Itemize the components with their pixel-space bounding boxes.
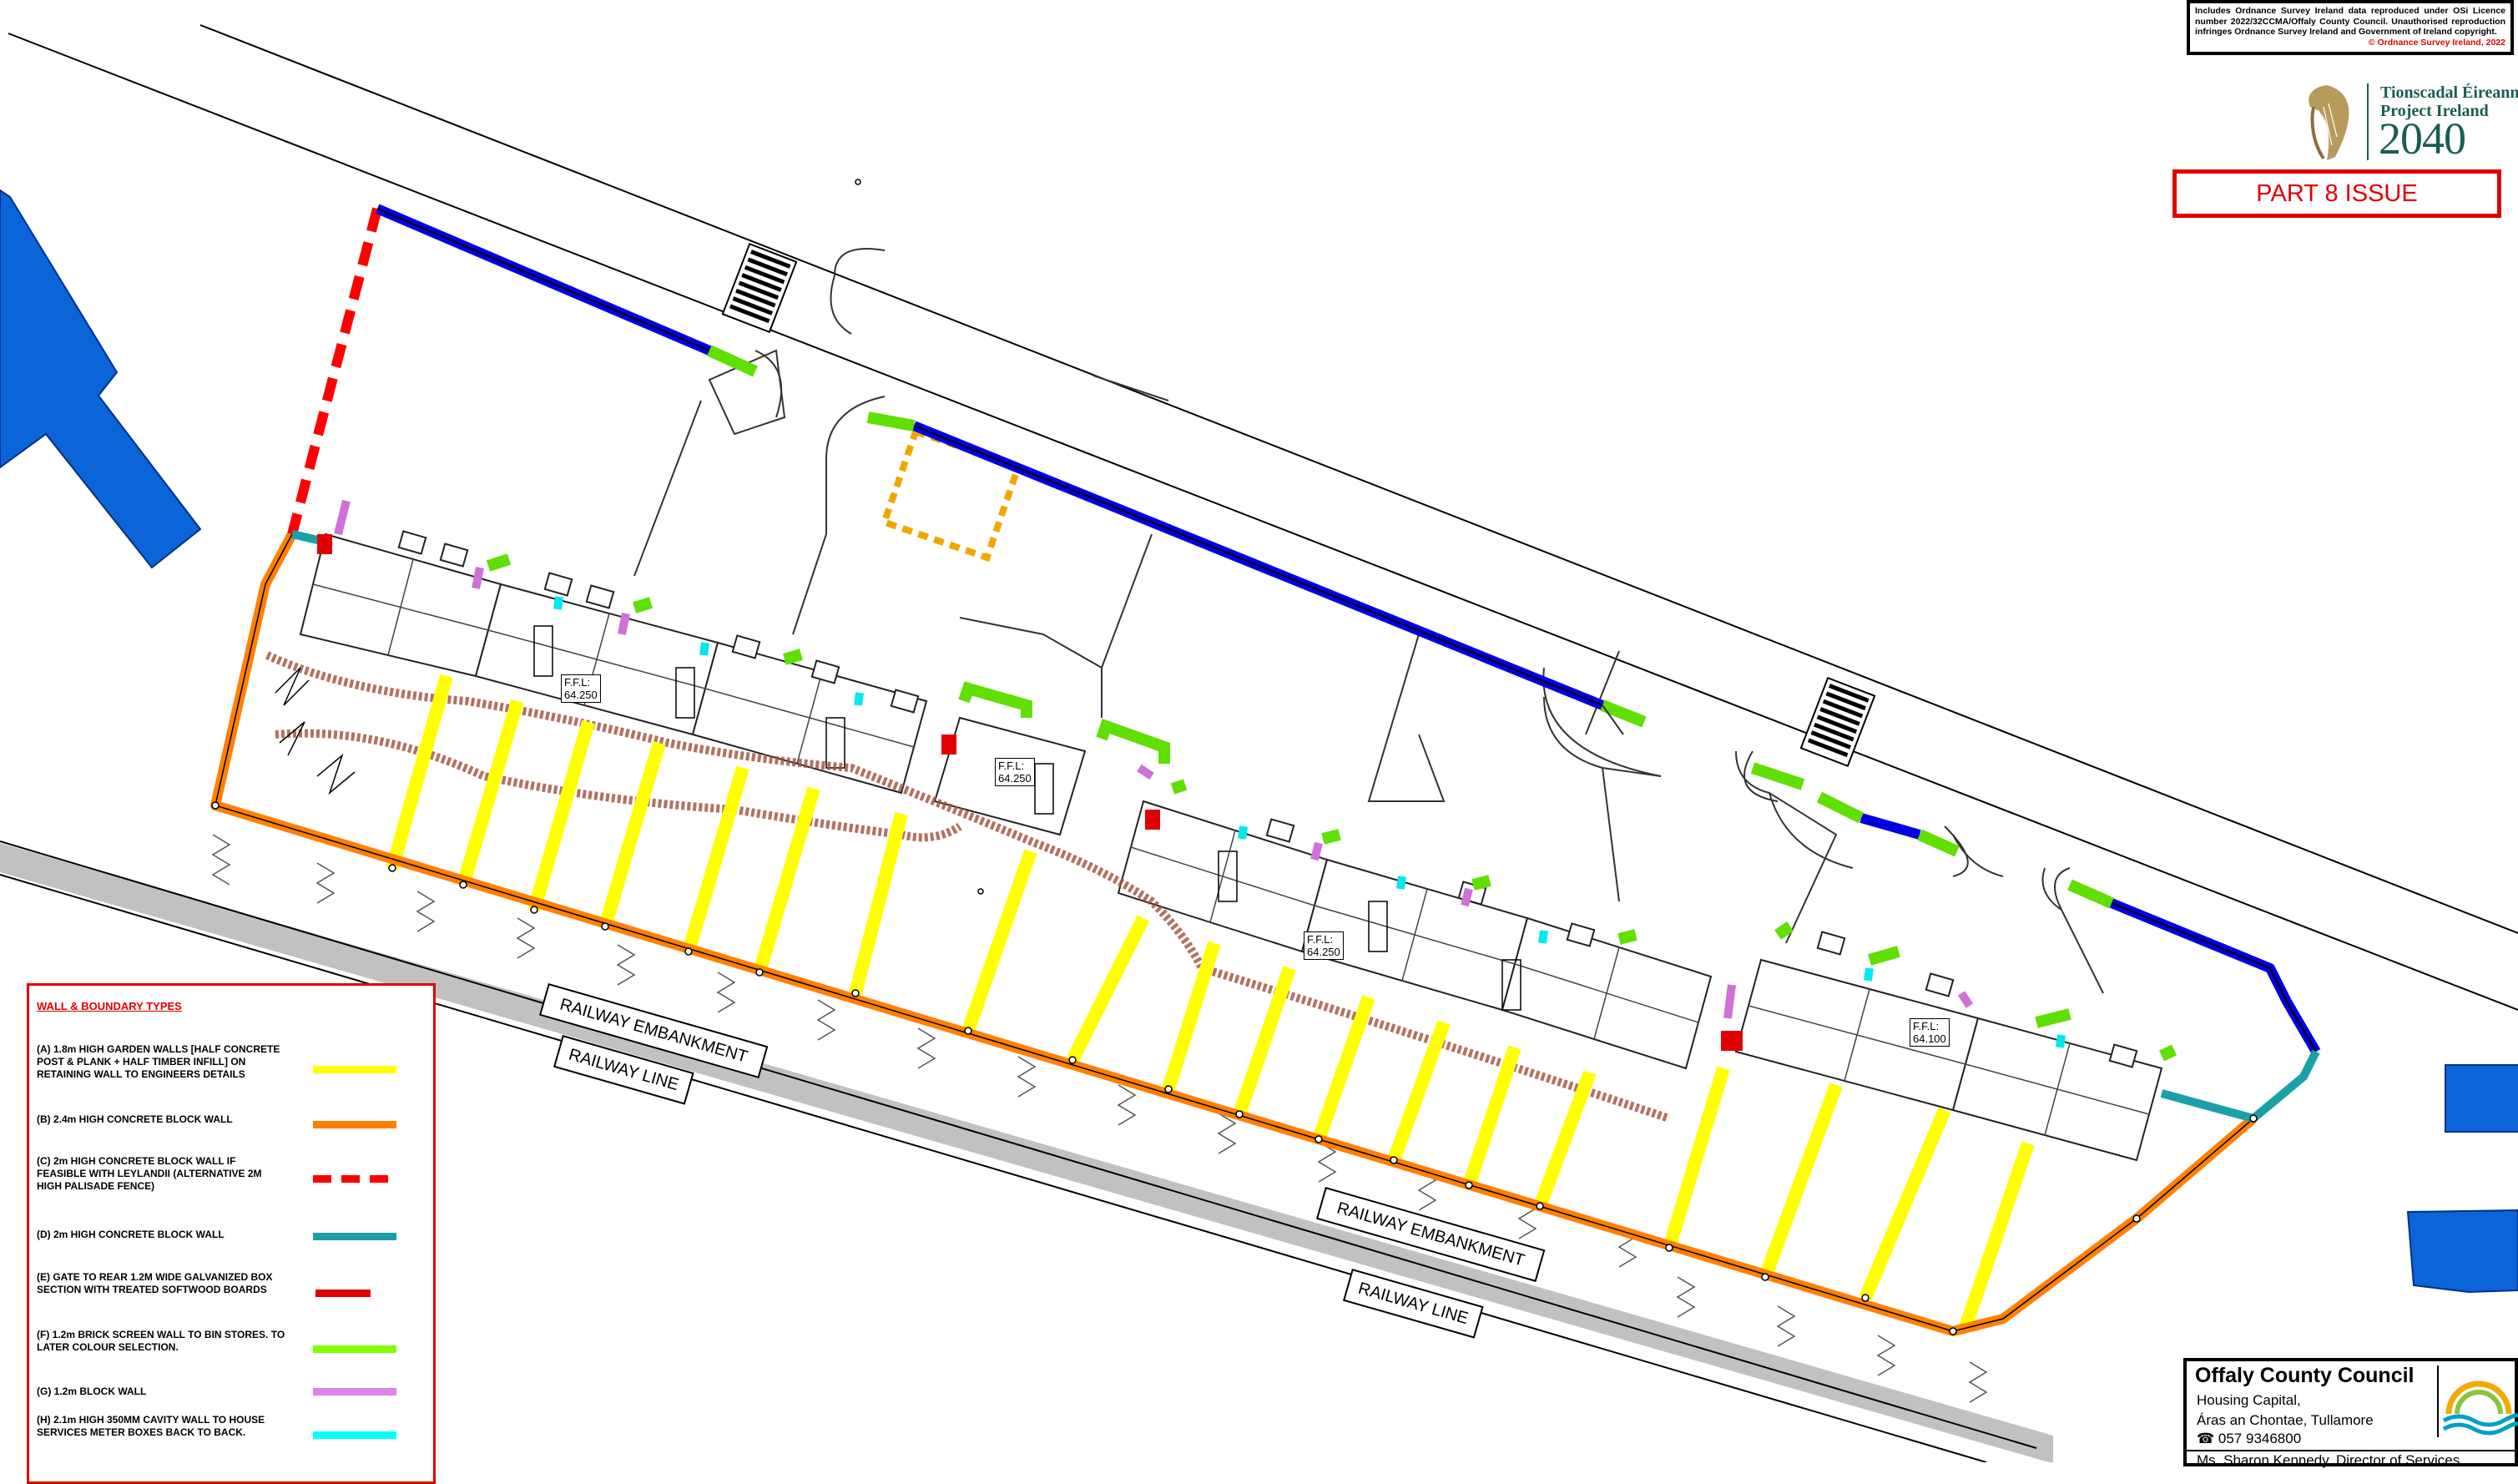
project-ireland-logo-text: Tionscadal Éireann Project Ireland — [2380, 83, 2518, 120]
legend-swatch-b — [313, 1121, 396, 1128]
block-walls-g — [334, 499, 1974, 1019]
legend-swatch-c — [313, 1175, 396, 1183]
legend-item-b: (B) 2.4m HIGH CONCRETE BLOCK WALL — [37, 1113, 233, 1125]
garden-walls-a — [386, 674, 2035, 1330]
legend-item-e: (E) GATE TO REAR 1.2M WIDE GALVANIZED BO… — [37, 1271, 273, 1295]
neighbour-building-east-1 — [2445, 1064, 2518, 1133]
ffl-label: F.F.L:64.250 — [1304, 931, 1344, 960]
ffl-label: F.F.L:64.250 — [995, 758, 1035, 786]
zebra-crossing-1 — [721, 242, 798, 334]
copyright-text: Includes Ordnance Survey Ireland data re… — [2195, 6, 2505, 37]
road-edge-inner — [8, 33, 2518, 1011]
legend-item-f: (F) 1.2m BRICK SCREEN WALL TO BIN STORES… — [37, 1329, 285, 1353]
legend-swatch-g — [313, 1388, 396, 1396]
neighbour-building-west — [0, 189, 202, 569]
offaly-council-logo-icon — [2437, 1365, 2518, 1437]
neighbour-building-east-2 — [2406, 1209, 2518, 1294]
frontage-walls-blue-core — [376, 208, 2317, 1052]
road-edge-outer — [199, 24, 2518, 934]
play-area-outline — [880, 427, 1023, 563]
osi-copyright-notice: Includes Ordnance Survey Ireland data re… — [2187, 0, 2514, 55]
logo-divider — [2367, 83, 2369, 160]
harp-icon — [2309, 85, 2349, 160]
issue-status-label: PART 8 ISSUE — [2172, 169, 2501, 218]
curved-bays — [754, 350, 2071, 911]
meter-walls-h — [553, 596, 2066, 1048]
shrub-symbols — [275, 667, 356, 795]
legend-item-d: (D) 2m HIGH CONCRETE BLOCK WALL — [37, 1229, 225, 1240]
ffl-label: F.F.L:64.100 — [1910, 1018, 1950, 1047]
boundary-posts — [211, 179, 2258, 1335]
railway-track — [0, 843, 2053, 1462]
title-block-divider — [2183, 1450, 2518, 1451]
house-internal-lines — [312, 558, 2150, 1136]
legend-swatch-e — [315, 1290, 371, 1297]
railway-edge-1 — [0, 840, 2037, 1449]
embankment-symbols — [211, 834, 1988, 1403]
legend-swatch-a — [313, 1066, 396, 1073]
council-department: Housing Capital, — [2197, 1392, 2301, 1408]
legend-swatch-h — [313, 1431, 396, 1439]
project-ireland-year: 2040 — [2379, 114, 2466, 164]
rear-gates-e — [317, 534, 1743, 1051]
legend-swatch-f — [313, 1345, 396, 1353]
legend-item-a: (A) 1.8m HIGH GARDEN WALLS [HALF CONCRET… — [37, 1043, 280, 1080]
council-director: Ms. Sharon Kennedy, Director of Services — [2197, 1452, 2460, 1468]
legend-title: WALL & BOUNDARY TYPES — [37, 1000, 182, 1012]
screen-walls-f — [486, 345, 2177, 1062]
boundary-walls-d — [290, 530, 2320, 1123]
council-address: Áras an Chontae, Tullamore — [2197, 1412, 2374, 1428]
council-name: Offaly County Council — [2195, 1364, 2415, 1387]
council-title-block — [2183, 1358, 2518, 1466]
railway-edge-2 — [0, 874, 1987, 1462]
road-layout-outlines — [633, 248, 2104, 1061]
garden-paths — [265, 651, 1671, 1123]
zebra-crossing-2 — [1799, 676, 1876, 768]
legend-item-c: (C) 2m HIGH CONCRETE BLOCK WALL IF FEASI… — [37, 1155, 262, 1192]
ffl-label: F.F.L:64.250 — [561, 674, 601, 703]
council-phone: ☎ 057 9346800 — [2197, 1431, 2302, 1446]
boundary-wall-c — [287, 207, 382, 536]
legend-item-h: (H) 2.1m HIGH 350MM CAVITY WALL TO HOUSE… — [37, 1414, 265, 1438]
legend-item-g: (G) 1.2m BLOCK WALL — [37, 1386, 147, 1397]
site-entrance-line — [1602, 704, 1624, 735]
legend-swatch-d — [313, 1233, 396, 1240]
bin-store-boxes — [397, 530, 2138, 1068]
copyright-year: © Ordnance Survey Ireland, 2022 — [2368, 37, 2505, 48]
